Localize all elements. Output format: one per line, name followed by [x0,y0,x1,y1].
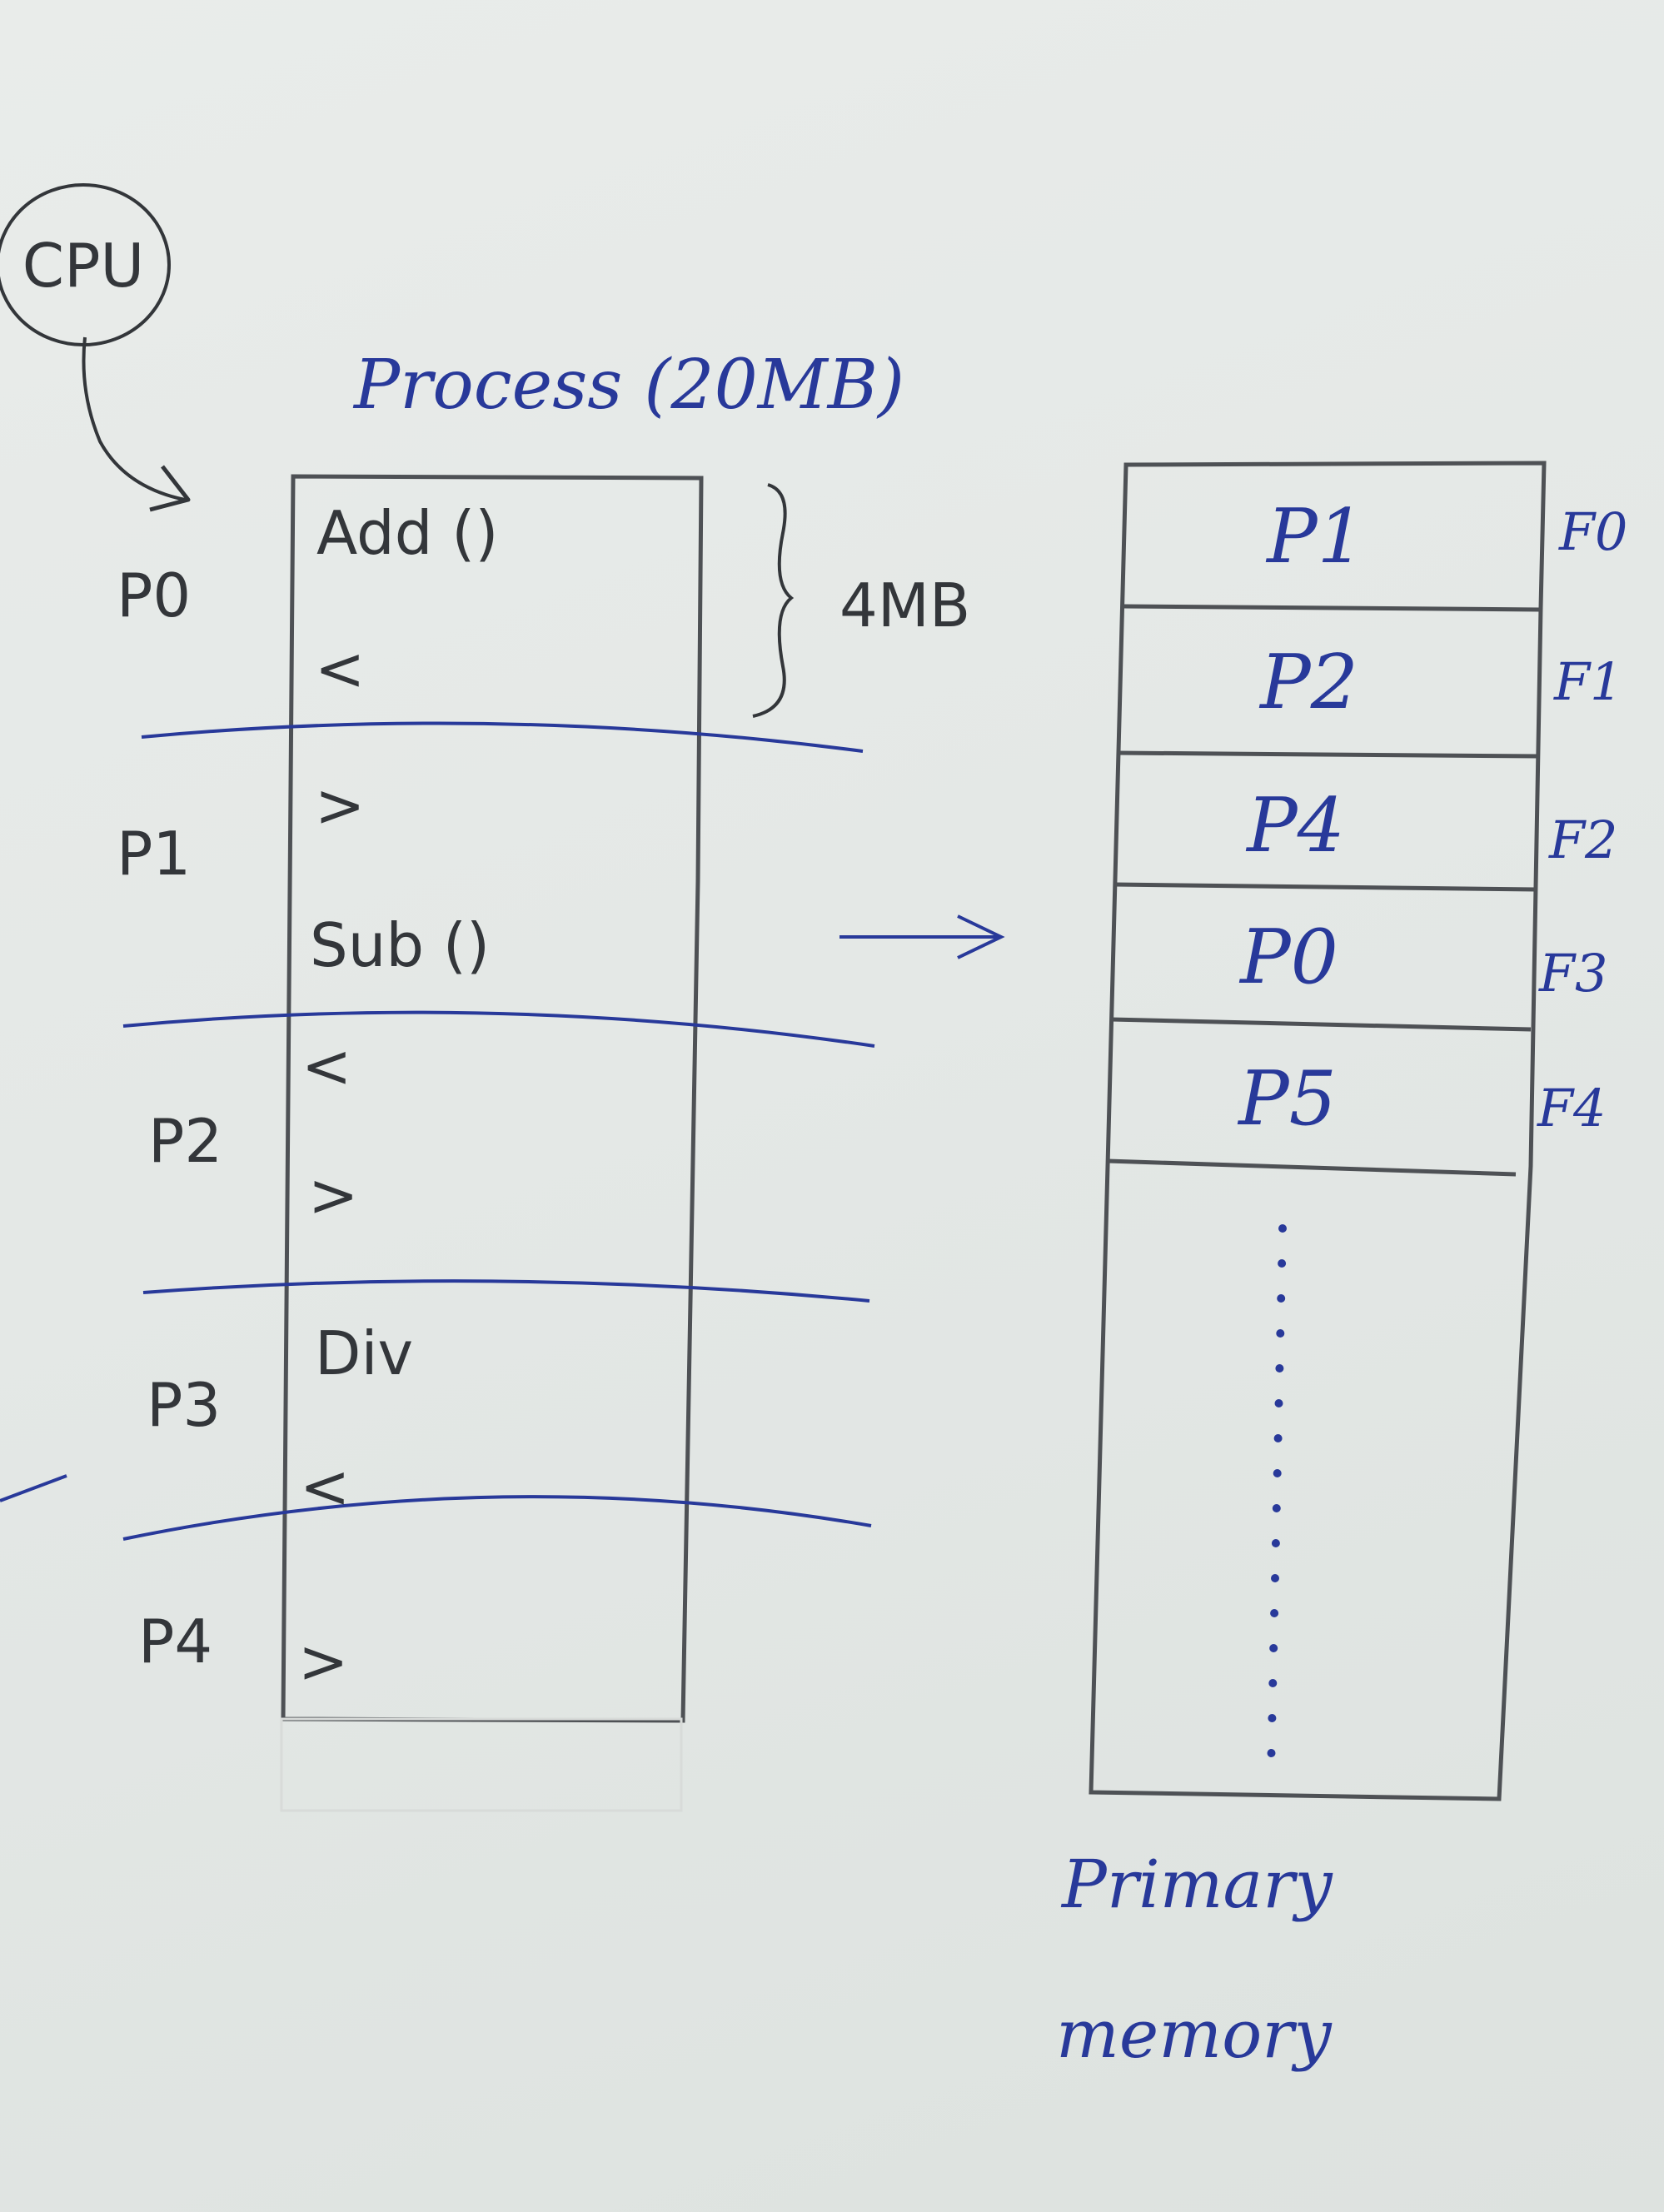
cpu-arrow [82,336,191,512]
frame-label-f3: F3 [1538,943,1607,1004]
page-labels: P0 P1 P2 P3 P4 [117,560,222,1676]
content-gt: > [308,1160,358,1230]
frame-page-p4: P4 [1245,782,1345,869]
content-div: Div [315,1318,413,1388]
continuation-dot [1278,1259,1287,1268]
frame-page-p5: P5 [1237,1055,1337,1143]
continuation-dot [1275,1364,1284,1373]
cpu-node: CPU [0,183,171,346]
content-add: Add () [316,498,498,568]
content-gt: > [298,1627,348,1696]
frame-label-f4: F4 [1537,1078,1606,1138]
memory-box [1089,461,1547,1801]
continuation-dot [1271,1574,1279,1582]
continuation-dot [1273,1434,1283,1442]
continuation-dot [1269,1644,1278,1652]
mapping-arrow [839,914,1005,959]
continuation-dot [1274,1399,1283,1407]
process-title: Process (20MB) [352,346,904,425]
frame-divider [1107,1158,1517,1177]
page-dividers [0,721,875,1541]
continuation-dot [1273,1469,1282,1477]
cpu-label: CPU [22,231,144,301]
frame-page-p2: P2 [1258,639,1358,726]
continuation-dots [1267,1224,1287,1757]
frame-labels: F0 F1 F2 F3 F4 [1537,501,1627,1138]
content-lt: < [315,634,365,704]
page-label-p2: P2 [148,1106,222,1176]
page-label-p0: P0 [117,560,191,630]
frame-label-f2: F2 [1548,810,1617,870]
stray-line [0,1474,67,1502]
page-label-p4: P4 [138,1607,212,1676]
continuation-dot [1276,1329,1285,1338]
continuation-dot [1272,1504,1281,1512]
memory-caption-line1: Primary [1060,1846,1333,1923]
page-label-p1: P1 [117,819,191,889]
continuation-dot [1278,1224,1287,1233]
frame-divider [1113,882,1537,892]
frame-page-p1: P1 [1265,493,1365,580]
page-size-brace: 4MB [752,483,970,718]
frame-pages: P1 P2 P4 P0 P5 [1237,493,1365,1143]
continuation-dot [1267,1749,1276,1757]
frame-label-f0: F0 [1558,501,1627,562]
continuation-dot [1268,1714,1277,1722]
frame-divider [1110,1017,1532,1032]
continuation-dot [1277,1294,1286,1303]
continuation-dot [1268,1679,1278,1687]
frame-divider [1117,750,1540,759]
content-gt: > [315,770,365,840]
memory-caption: Primary memory [1056,1846,1333,2073]
process-contents: Add () < > Sub () < > Div < > [298,498,498,1696]
page-label-p3: P3 [147,1370,221,1440]
page-size-label: 4MB [839,570,970,640]
memory-caption-line2: memory [1056,1995,1333,2073]
content-lt: < [301,1031,351,1101]
content-sub: Sub () [310,910,490,980]
divider-line [142,1279,870,1303]
divider-line [122,1495,872,1541]
frame-label-f1: F1 [1553,651,1622,712]
divider-line [122,1010,875,1048]
continuation-dot [1271,1539,1280,1547]
divider-line [141,721,864,753]
content-lt: < [300,1452,350,1522]
frame-page-p0: P0 [1238,914,1338,1001]
frame-divider [1123,604,1542,612]
continuation-dot [1270,1609,1279,1617]
